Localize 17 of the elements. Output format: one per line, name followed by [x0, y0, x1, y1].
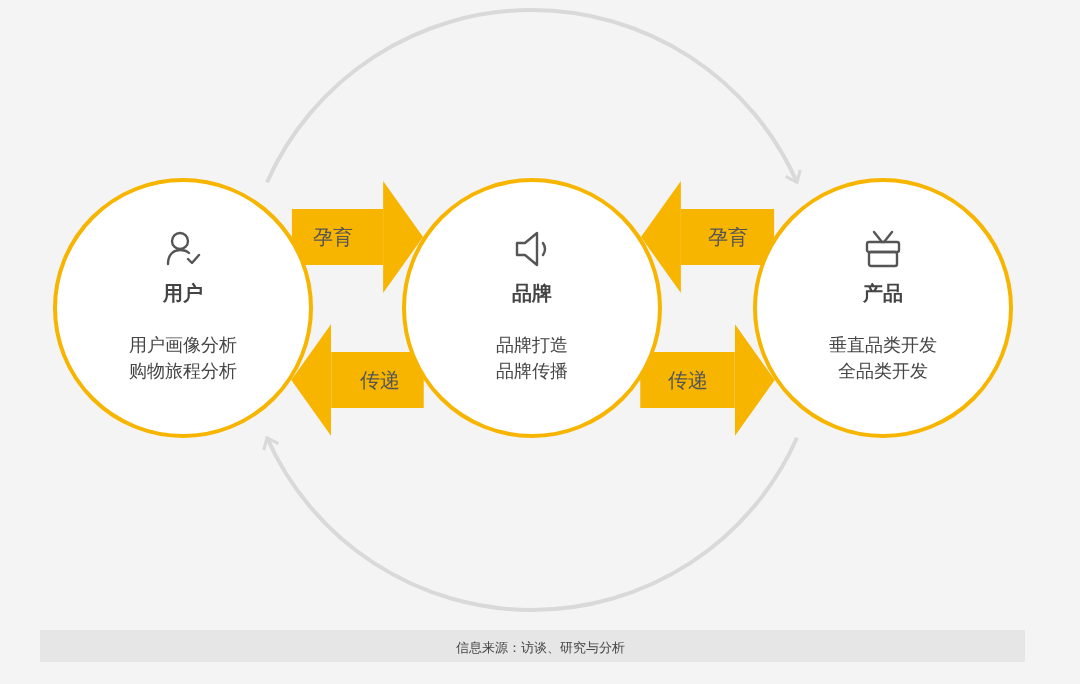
block-arrow: [291, 181, 424, 293]
node-title: 产品: [862, 280, 904, 307]
node-title: 品牌: [511, 280, 553, 307]
edge-label: 传递: [360, 366, 400, 394]
block-arrow: [640, 324, 775, 436]
node-description: 品牌打造品牌传播: [495, 333, 569, 383]
edge-label: 孕育: [313, 223, 353, 251]
curved-arrow: [263, 436, 799, 612]
source-note: 信息来源：访谈、研究与分析: [455, 639, 625, 657]
node-title: 用户: [162, 280, 204, 307]
block-arrow: [291, 324, 424, 436]
block-arrow: [640, 181, 775, 293]
node-description: 用户画像分析购物旅程分析: [128, 333, 238, 383]
curved-arrow: [265, 8, 801, 184]
edge-label: 孕育: [708, 223, 748, 251]
edge-label: 传递: [668, 366, 708, 394]
node-description: 垂直品类开发全品类开发: [828, 333, 938, 383]
